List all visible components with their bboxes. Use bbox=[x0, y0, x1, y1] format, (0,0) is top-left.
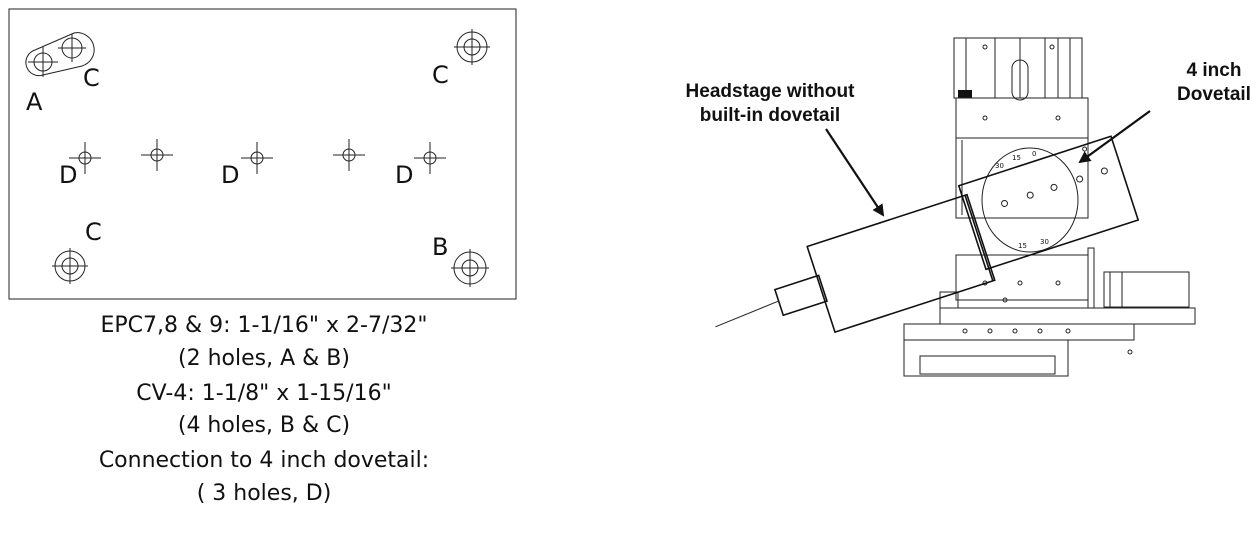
headstage-probe bbox=[773, 274, 829, 317]
hole-d2 bbox=[241, 142, 273, 174]
stage-assembly: 30 15 0 15 30 bbox=[715, 37, 1196, 377]
upper-block bbox=[955, 97, 1089, 139]
plate-outline bbox=[8, 8, 517, 300]
headstage-arrow bbox=[825, 128, 885, 217]
headstage-callout-line1: Headstage without bbox=[686, 81, 856, 102]
hole-d3 bbox=[414, 142, 446, 174]
label-c-top-left: C bbox=[83, 64, 100, 92]
caption-dovetail-connection: Connection to 4 inch dovetail: bbox=[98, 448, 430, 473]
svg-text:15: 15 bbox=[1018, 242, 1027, 250]
caption-epc-size: EPC7,8 & 9: 1-1/16" x 2-7/32" bbox=[100, 313, 428, 338]
headstage-cable bbox=[715, 300, 779, 328]
caption-cv4-size: CV-4: 1-1/8" x 1-15/16" bbox=[136, 381, 392, 406]
hole-d1 bbox=[69, 142, 101, 174]
callout-headstage: Headstage without built-in dovetail bbox=[686, 81, 885, 217]
label-b: B bbox=[432, 233, 448, 261]
headstage-assembly bbox=[715, 135, 1140, 334]
svg-text:30: 30 bbox=[995, 162, 1004, 170]
hole-plain-1 bbox=[141, 139, 173, 171]
svg-text:0: 0 bbox=[1032, 150, 1036, 158]
hole-plain-2 bbox=[333, 139, 365, 171]
label-c-bottom-left: C bbox=[85, 218, 102, 246]
rotation-block bbox=[955, 137, 1089, 219]
hole-b bbox=[451, 249, 489, 287]
callout-dovetail: 4 inch Dovetail bbox=[1078, 60, 1251, 164]
label-c-top-right: C bbox=[432, 61, 449, 89]
base-plate-mid bbox=[903, 323, 1135, 341]
caption-cv4-holes: (4 holes, B & C) bbox=[177, 413, 351, 438]
caption-epc-holes: (2 holes, A & B) bbox=[178, 346, 350, 371]
hole-d-row bbox=[69, 139, 446, 174]
caption-dovetail-holes: ( 3 holes, D) bbox=[196, 481, 332, 506]
base-plate-bottom bbox=[903, 339, 1069, 377]
headstage-body bbox=[806, 193, 996, 334]
label-d1: D bbox=[59, 161, 77, 189]
svg-text:15: 15 bbox=[1012, 154, 1021, 162]
rotary-dial: 30 15 0 15 30 bbox=[981, 147, 1079, 253]
slot-knob bbox=[1011, 59, 1029, 101]
knob-black bbox=[958, 90, 972, 98]
dovetail-callout-line2: Dovetail bbox=[1177, 84, 1251, 105]
slot-hole-a-c bbox=[25, 32, 95, 77]
label-d3: D bbox=[395, 161, 413, 189]
dovetail-arrow bbox=[1078, 110, 1151, 164]
label-d2: D bbox=[221, 161, 239, 189]
side-block bbox=[1103, 271, 1190, 308]
top-bracket bbox=[953, 37, 1083, 99]
svg-text:30: 30 bbox=[1040, 238, 1049, 246]
hole-c-bottom-left bbox=[52, 248, 88, 284]
mounting-plate: A C C C B D D D bbox=[8, 8, 517, 300]
headstage-callout-line2: built-in dovetail bbox=[700, 105, 840, 126]
label-a: A bbox=[26, 88, 43, 116]
base-plate-top bbox=[939, 307, 1196, 325]
hole-c-top-right bbox=[454, 29, 490, 65]
dovetail-callout-line1: 4 inch bbox=[1187, 60, 1242, 81]
dovetail-block bbox=[957, 135, 1140, 271]
lower-block bbox=[955, 254, 1089, 301]
